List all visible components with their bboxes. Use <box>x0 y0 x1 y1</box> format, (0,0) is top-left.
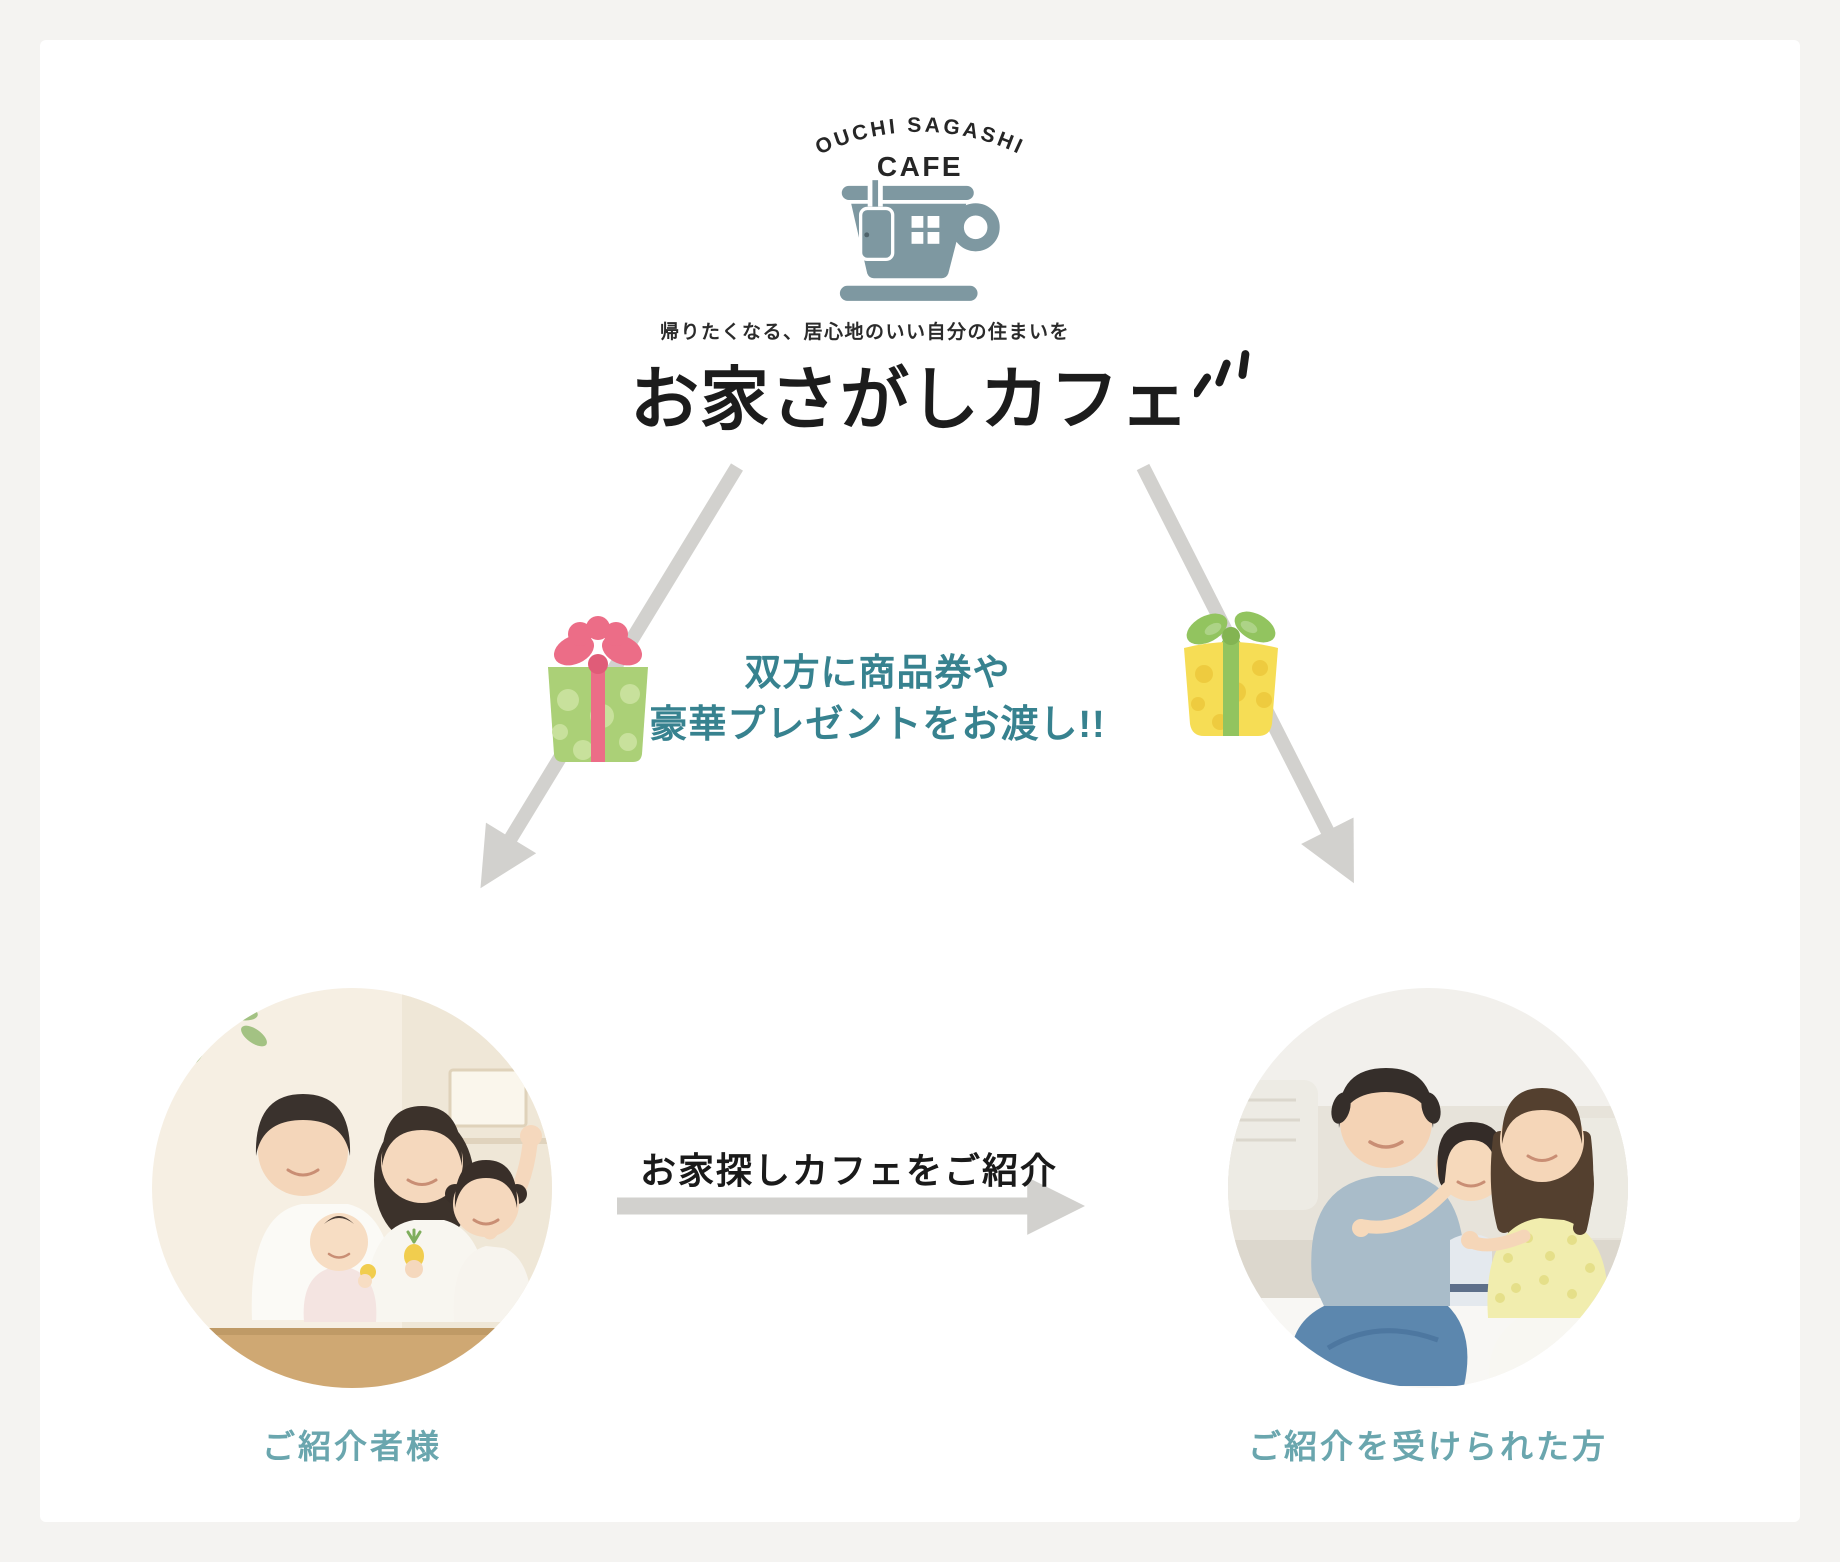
house-window-icon <box>911 215 940 244</box>
referred-family-photo <box>1228 988 1628 1388</box>
referral-arrow-caption: お家探しカフェをご紹介 <box>640 1150 1059 1191</box>
door-knob <box>864 232 870 238</box>
brand-tagline: 帰りたくなる、居心地のいい自分の住まいを <box>660 322 1071 343</box>
reward-message-line2: 豪華プレゼントをお渡し!! <box>649 704 1106 746</box>
gift-icon-yellow-green <box>1184 611 1278 736</box>
referrer-family-illustration <box>152 988 552 1388</box>
reward-message: 双方に商品券や 豪華プレゼントをお渡し!! <box>640 646 1115 752</box>
teabag-string <box>872 180 879 213</box>
referred-label: ご紹介を受けられた方 <box>1248 1428 1608 1465</box>
referrer-label: ご紹介者様 <box>262 1428 442 1465</box>
referred-family-illustration <box>1228 988 1628 1388</box>
logo-arc-text: OUCHI SAGASHI CAFE <box>812 114 1025 182</box>
referrer-family-photo <box>152 988 552 1388</box>
brand-title-text: お家さがしカフェ <box>630 361 1190 438</box>
logo-cafe-label: CAFE <box>877 151 963 182</box>
door-teabag-icon <box>858 206 895 262</box>
logo-cup-icon <box>839 180 1000 301</box>
brand-header: 帰りたくなる、居心地のいい自分の住まいを お家さがしカフェ <box>630 318 1250 438</box>
reward-message-line1: 双方に商品券や <box>744 652 1011 693</box>
brand-title: お家さがしカフェ <box>630 350 1250 438</box>
gift-icon-green-pink <box>548 616 648 762</box>
emphasis-marks-icon <box>1194 350 1250 398</box>
